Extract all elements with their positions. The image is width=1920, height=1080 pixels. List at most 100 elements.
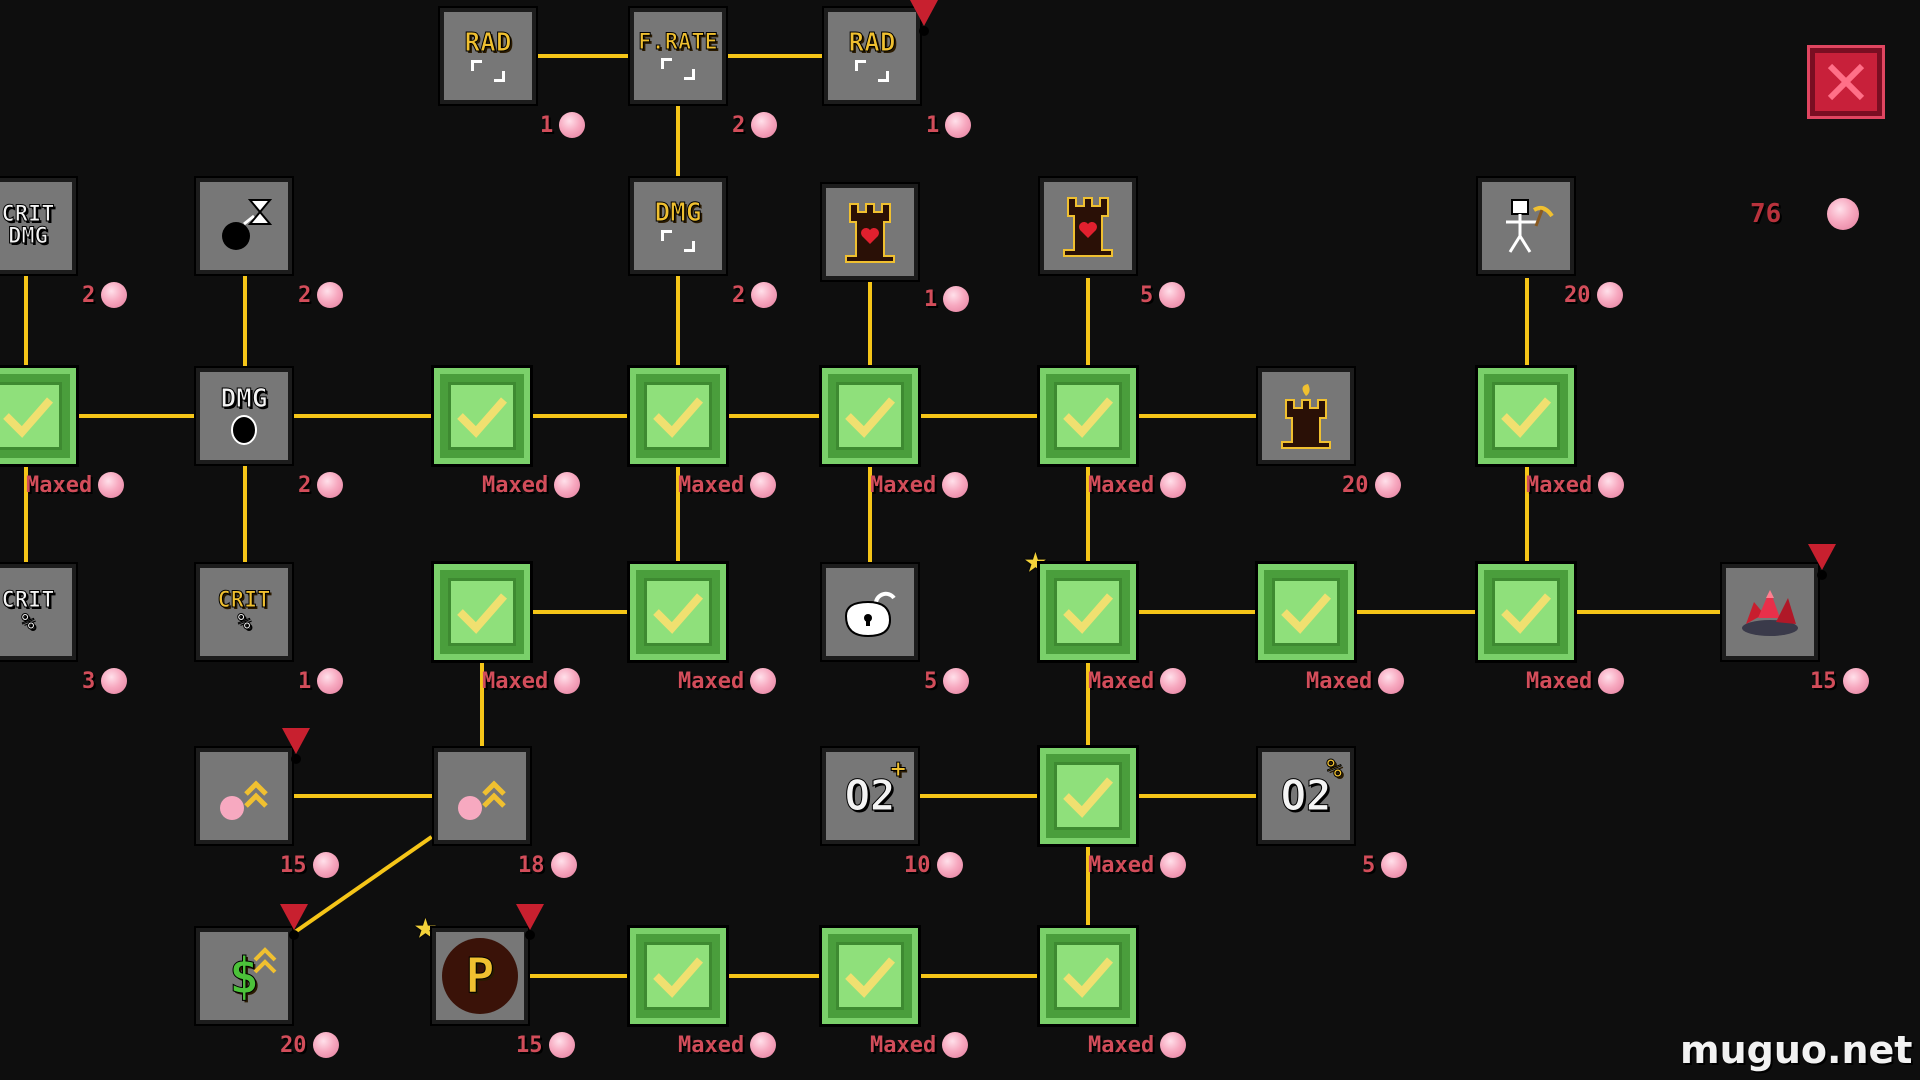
bomb-icon: [231, 415, 257, 445]
checkmark-icon: [1063, 777, 1114, 818]
pink-orb-icon: [942, 472, 969, 498]
chevron-up-icon: [253, 947, 277, 974]
pink-orb-icon: [554, 472, 581, 498]
upgrade-node-damage-top[interactable]: DMG: [628, 176, 728, 276]
pink-orb-icon: [943, 286, 970, 312]
upgrade-node-maxed[interactable]: [1037, 925, 1139, 1027]
cost-crit-chance-2: 1: [298, 668, 344, 694]
upgrade-node-maxed[interactable]: [1475, 561, 1577, 663]
pink-orb-icon: [312, 1032, 339, 1058]
pink-orb-icon: [1827, 198, 1860, 230]
upgrade-node-maxed[interactable]: [627, 365, 729, 467]
status-maxed: Maxed: [870, 1032, 969, 1058]
upgrade-node-tower-health-2[interactable]: [1038, 176, 1138, 276]
status-maxed: Maxed: [482, 668, 581, 694]
checkmark-icon: [1063, 593, 1114, 634]
upgrade-node-maxed[interactable]: [1037, 745, 1139, 847]
status-maxed: Maxed: [1526, 668, 1625, 694]
status-maxed: Maxed: [1088, 668, 1187, 694]
pink-orb-icon: [554, 668, 581, 694]
orb-upgrade-icon: [458, 780, 506, 820]
node-label: DMG: [8, 224, 49, 249]
checkmark-icon: [845, 397, 896, 438]
upgrade-node-maxed[interactable]: [819, 365, 921, 467]
upgrade-node-maxed[interactable]: [1255, 561, 1357, 663]
upgrade-node-oxygen-percent[interactable]: O2 %: [1256, 746, 1356, 846]
upgrade-node-bomb-timer[interactable]: [194, 176, 294, 276]
pink-orb-icon: [1159, 282, 1186, 308]
upgrade-node-gem[interactable]: [1720, 562, 1820, 662]
checkmark-icon: [653, 957, 704, 998]
cost-oxygen-percent: 5: [1362, 852, 1408, 878]
close-button[interactable]: [1807, 45, 1885, 119]
pink-orb-icon: [1160, 1032, 1187, 1058]
upgrade-node-radius-1[interactable]: RAD: [438, 6, 538, 106]
pink-orb-icon: [559, 112, 586, 138]
red-gem-icon: [1742, 590, 1798, 636]
pink-orb-icon: [548, 1032, 575, 1058]
status-maxed: Maxed: [678, 1032, 777, 1058]
pink-orb-icon: [1596, 282, 1623, 308]
cost-tower-health-2: 5: [1140, 282, 1186, 308]
upgrade-node-crit-chance[interactable]: CRIT %: [0, 562, 78, 662]
upgrade-node-bomb-damage[interactable]: DMG: [194, 366, 294, 466]
upgrade-node-maxed[interactable]: [431, 561, 533, 663]
checkmark-icon: [1281, 593, 1332, 634]
plus-icon: +: [890, 754, 907, 784]
upgrade-node-tower-sprout[interactable]: [1256, 366, 1356, 466]
pink-orb-icon: [943, 668, 970, 694]
upgrade-node-crit-chance-2[interactable]: CRIT %: [194, 562, 294, 662]
node-label: RAD: [464, 28, 512, 58]
upgrade-node-money[interactable]: $: [194, 926, 294, 1026]
upgrade-node-maxed[interactable]: [431, 365, 533, 467]
upgrade-node-tower-health-1[interactable]: [820, 182, 920, 282]
upgrade-node-maxed[interactable]: [627, 561, 729, 663]
p-coin-icon: P: [442, 938, 518, 1014]
cost-radius-1: 1: [540, 112, 586, 138]
cost-bomb-timer: 2: [298, 282, 344, 308]
status-maxed: Maxed: [26, 472, 125, 498]
cost-tower-sprout: 20: [1342, 472, 1401, 498]
node-label: RAD: [848, 28, 896, 58]
upgrade-node-maxed[interactable]: [627, 925, 729, 1027]
upgrade-node-crit-damage[interactable]: CRIT DMG: [0, 176, 78, 276]
cost-radius-2: 1: [926, 112, 972, 138]
cost-crit-chance: 3: [82, 668, 128, 694]
pink-orb-icon: [98, 472, 125, 498]
upgrade-node-oxygen-plus[interactable]: O2 +: [820, 746, 920, 846]
upgrade-node-orb-gain-1[interactable]: [194, 746, 294, 846]
upgrade-node-bomb-unlock[interactable]: [820, 562, 920, 662]
percent-icon: %: [1326, 754, 1343, 784]
upgrade-node-orb-gain-2[interactable]: [432, 746, 532, 846]
node-label: CRIT: [217, 588, 271, 613]
pink-orb-icon: [942, 1032, 969, 1058]
cost-crit-damage: 2: [82, 282, 128, 308]
upgrade-node-maxed[interactable]: [1475, 365, 1577, 467]
pink-orb-icon: [1378, 668, 1405, 694]
upgrade-node-maxed[interactable]: [1037, 561, 1139, 663]
cost-miner: 20: [1564, 282, 1623, 308]
upgrade-node-fire-rate[interactable]: F.RATE: [628, 6, 728, 106]
upgrade-node-maxed[interactable]: [0, 365, 79, 467]
pink-orb-icon: [312, 852, 339, 878]
checkmark-icon: [653, 397, 704, 438]
pink-orb-icon: [317, 282, 344, 308]
upgrade-node-maxed[interactable]: [819, 925, 921, 1027]
status-maxed: Maxed: [482, 472, 581, 498]
checkmark-icon: [653, 593, 704, 634]
checkmark-icon: [845, 957, 896, 998]
pink-orb-icon: [1160, 852, 1187, 878]
star-icon: ★: [414, 903, 437, 947]
upgrade-node-radius-2[interactable]: RAD: [822, 6, 922, 106]
status-maxed: Maxed: [1088, 1032, 1187, 1058]
upgrade-node-p-coin[interactable]: P: [430, 926, 530, 1026]
upgrade-node-maxed[interactable]: [1037, 365, 1139, 467]
pink-orb-icon: [751, 112, 778, 138]
pink-orb-icon: [101, 668, 128, 694]
status-maxed: Maxed: [870, 472, 969, 498]
upgrade-node-miner[interactable]: [1476, 176, 1576, 276]
node-label: CRIT: [1, 202, 55, 227]
node-label: O2: [844, 771, 896, 820]
